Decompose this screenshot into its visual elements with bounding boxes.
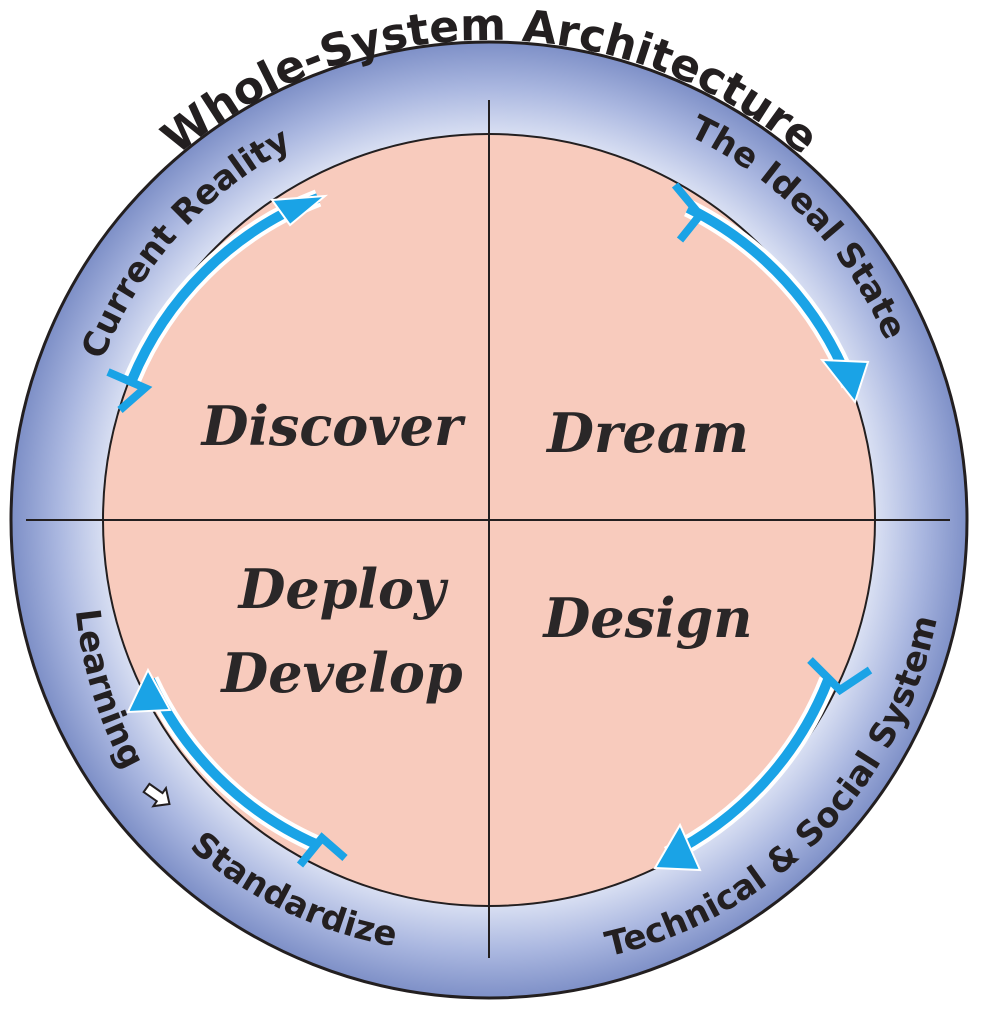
arrow-ideal-state-icon: [671, 182, 870, 405]
arrow-technical-social-icon: [653, 657, 873, 872]
arrow-current-reality-icon: [106, 189, 329, 414]
learning-to-standardize-arrow-icon: [142, 782, 171, 808]
quadrant-discover: Discover: [200, 394, 466, 458]
quadrant-develop: Develop: [219, 641, 462, 705]
arrow-standardize-icon: [126, 667, 348, 868]
quadrant-design: Design: [541, 586, 752, 650]
quadrant-dream: Dream: [545, 401, 749, 465]
quadrant-deploy: Deploy: [237, 557, 449, 621]
